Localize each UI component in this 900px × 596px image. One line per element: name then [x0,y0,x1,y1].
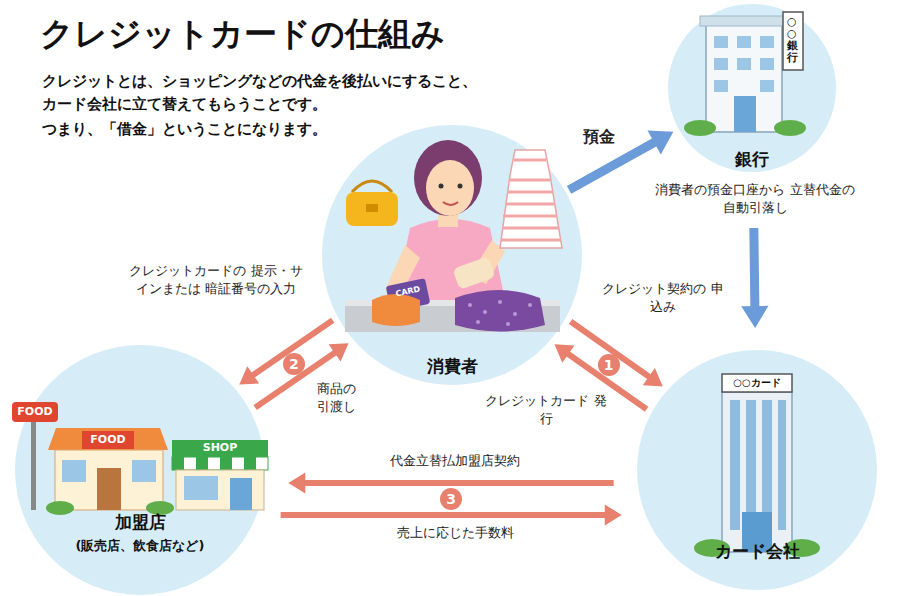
edge-label: 代金立替払加盟店契約 [330,452,580,470]
shop-buildings [12,402,268,515]
title: クレジットカードの仕組み [40,12,445,57]
connector-line [754,228,755,308]
callout-number-wrap: 3 [440,488,462,510]
arrow-head [605,504,622,525]
edge-label-wrap: クレジットカード 発行 [484,392,608,427]
shop-sign: SHOP [172,441,268,455]
food-sign: FOOD [12,405,58,419]
edge-label-wrap: クレジットカードの 提示・サインまたは 暗証番号の入力 [126,262,306,297]
edge-label: 消費者の預金口座から 立替代金の自動引落し [652,181,858,216]
edge-label-wrap: 代金立替払加盟店契約 [330,452,580,470]
arrow-head [288,472,305,493]
edge-label-wrap: 商品の 引渡し [310,380,362,415]
callout-number-wrap: 1 [598,354,620,376]
bank-sign: ○○銀行 [787,16,798,64]
node-title: 加盟店 [15,511,265,534]
arrow-head [643,368,663,386]
node-title: カード会社 [637,540,877,563]
callout-number: 2 [283,353,305,375]
edge-label-wrap: 消費者の預金口座から 立替代金の自動引落し [652,181,858,216]
card-company-building [694,374,820,557]
node-title: 銀行 [668,148,836,171]
node-title: 消費者 [322,355,582,378]
callout-number: 3 [440,488,462,510]
intro-text: クレジットとは、ショッピングなどの代金を後払いにすること、 カード会社に立て替え… [42,70,497,117]
consumer-figure [345,140,562,332]
title-wrap: クレジットカードの仕組み [40,12,445,57]
bank-sign-wrap: ○○銀行 [787,16,798,64]
card-company-sign-wrap: ○○カード [722,376,792,389]
connector-arrow [571,321,663,386]
food-sign-wrap: FOOD [12,405,58,419]
intro-text-wrap: クレジットとは、ショッピングなどの代金を後払いにすること、 カード会社に立て替え… [42,70,497,117]
edge-label-wrap: 売上に応じた手数料 [330,524,580,542]
edge-label: 売上に応じた手数料 [330,524,580,542]
edge-label: クレジット契約の 申込み [598,280,728,315]
connector-arrow [255,343,348,407]
arrow-head [648,131,674,155]
edge-label: クレジットカードの 提示・サインまたは 暗証番号の入力 [126,262,306,297]
bank-building [684,12,806,136]
edge-label-wrap: 預金 [574,126,624,148]
edge-label: 商品の 引渡し [310,380,362,415]
connector-line [252,320,333,376]
arrow-head [329,343,349,361]
callout-number: 1 [598,354,620,376]
connector-line [569,142,656,190]
node-subtitle: (販売店、飲食店など) [15,537,265,555]
callout-number-wrap: 2 [283,353,305,375]
connector-arrow [239,320,332,384]
connector-line [281,512,607,518]
arrow-head [239,366,259,384]
intro-text: つまり、「借金」ということになります。 [42,118,497,141]
arrow-head [741,306,768,328]
intro-text-wrap: つまり、「借金」ということになります。 [42,118,497,141]
edge-label: 預金 [574,126,624,148]
card-company-sign: ○○カード [722,376,792,389]
connector-line [571,321,651,377]
food-sign: FOOD [82,433,134,447]
connector-arrow [741,228,768,328]
card-text-wrap: CARD [390,287,426,297]
connector-line [303,480,613,486]
food-sign-wrap: FOOD [82,433,134,447]
arrow-head [554,344,574,362]
shop-sign-wrap: SHOP [172,441,268,455]
edge-label: クレジットカード 発行 [484,392,608,427]
edge-label-wrap: クレジット契約の 申込み [598,280,728,315]
